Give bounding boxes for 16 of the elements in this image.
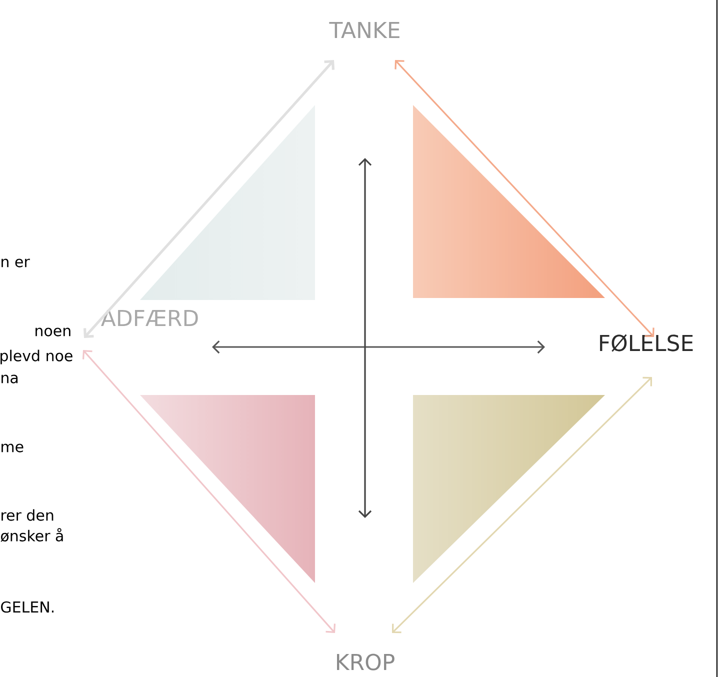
text-fragment: noen [36, 328, 70, 336]
text-fragment: me [2, 444, 24, 452]
arrow [82, 350, 336, 633]
text-fragment: n er [2, 258, 30, 268]
arrow [394, 60, 654, 337]
axis-label: FØLELSE [600, 334, 693, 352]
axis-label: TANKE [329, 22, 400, 38]
text-fragment: plevd noe [0, 350, 72, 364]
text-fragment: rer den [2, 509, 54, 521]
axis-label: KROP [337, 654, 394, 670]
arrow [83, 60, 335, 338]
text-fragment: ønsker å [0, 528, 63, 542]
text-fragment: GELEN. [1, 601, 54, 613]
axis-label: ADFÆRD [101, 310, 198, 326]
text-fragment: na [2, 374, 18, 384]
arrow [392, 376, 652, 634]
